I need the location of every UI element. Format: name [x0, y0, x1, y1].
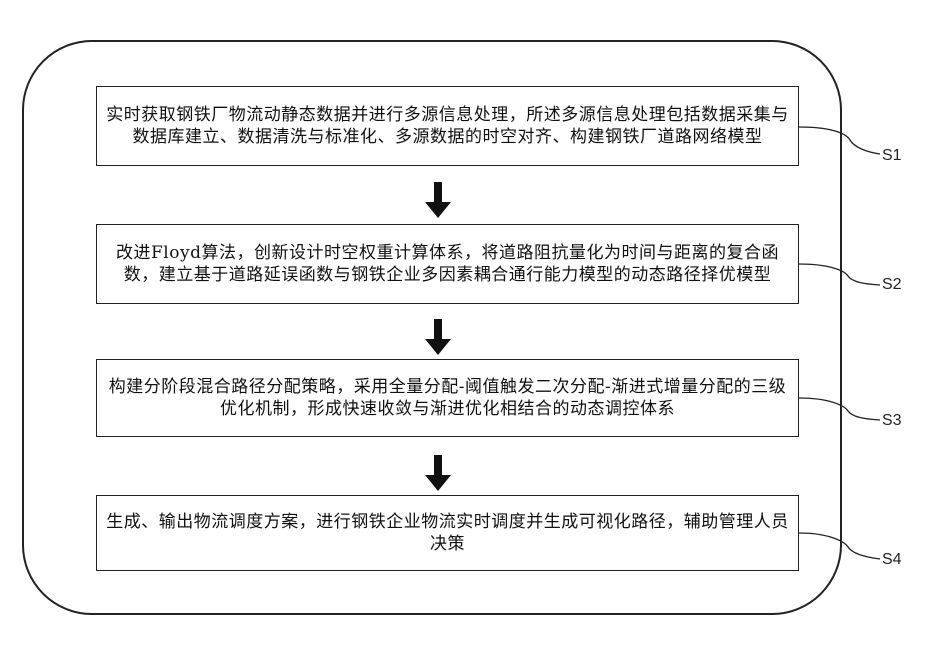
step-label-s1: S1: [882, 147, 902, 165]
step-label-s3: S3: [882, 412, 902, 430]
step-box-s1: 实时获取钢铁厂物流动静态数据并进行多源信息处理，所述多源信息处理包括数据采集与数…: [96, 86, 799, 166]
step-label-s2: S2: [882, 276, 902, 294]
step-text-s2: 改进Floyd算法，创新设计时空权重计算体系，将道路阻抗量化为时间与距离的复合函…: [103, 242, 792, 286]
step-box-s2: 改进Floyd算法，创新设计时空权重计算体系，将道路阻抗量化为时间与距离的复合函…: [96, 224, 799, 304]
step-box-s3: 构建分阶段混合路径分配策略，采用全量分配-阈值触发二次分配-渐进式增量分配的三级…: [96, 359, 799, 437]
step-box-s4: 生成、输出物流调度方案，进行钢铁企业物流实时调度并生成可视化路径，辅助管理人员决…: [96, 495, 799, 571]
step-text-s4: 生成、输出物流调度方案，进行钢铁企业物流实时调度并生成可视化路径，辅助管理人员决…: [103, 511, 792, 555]
step-label-s4: S4: [882, 551, 902, 569]
step-text-s1: 实时获取钢铁厂物流动静态数据并进行多源信息处理，所述多源信息处理包括数据采集与数…: [103, 104, 792, 148]
step-text-s3: 构建分阶段混合路径分配策略，采用全量分配-阈值触发二次分配-渐进式增量分配的三级…: [103, 376, 792, 420]
